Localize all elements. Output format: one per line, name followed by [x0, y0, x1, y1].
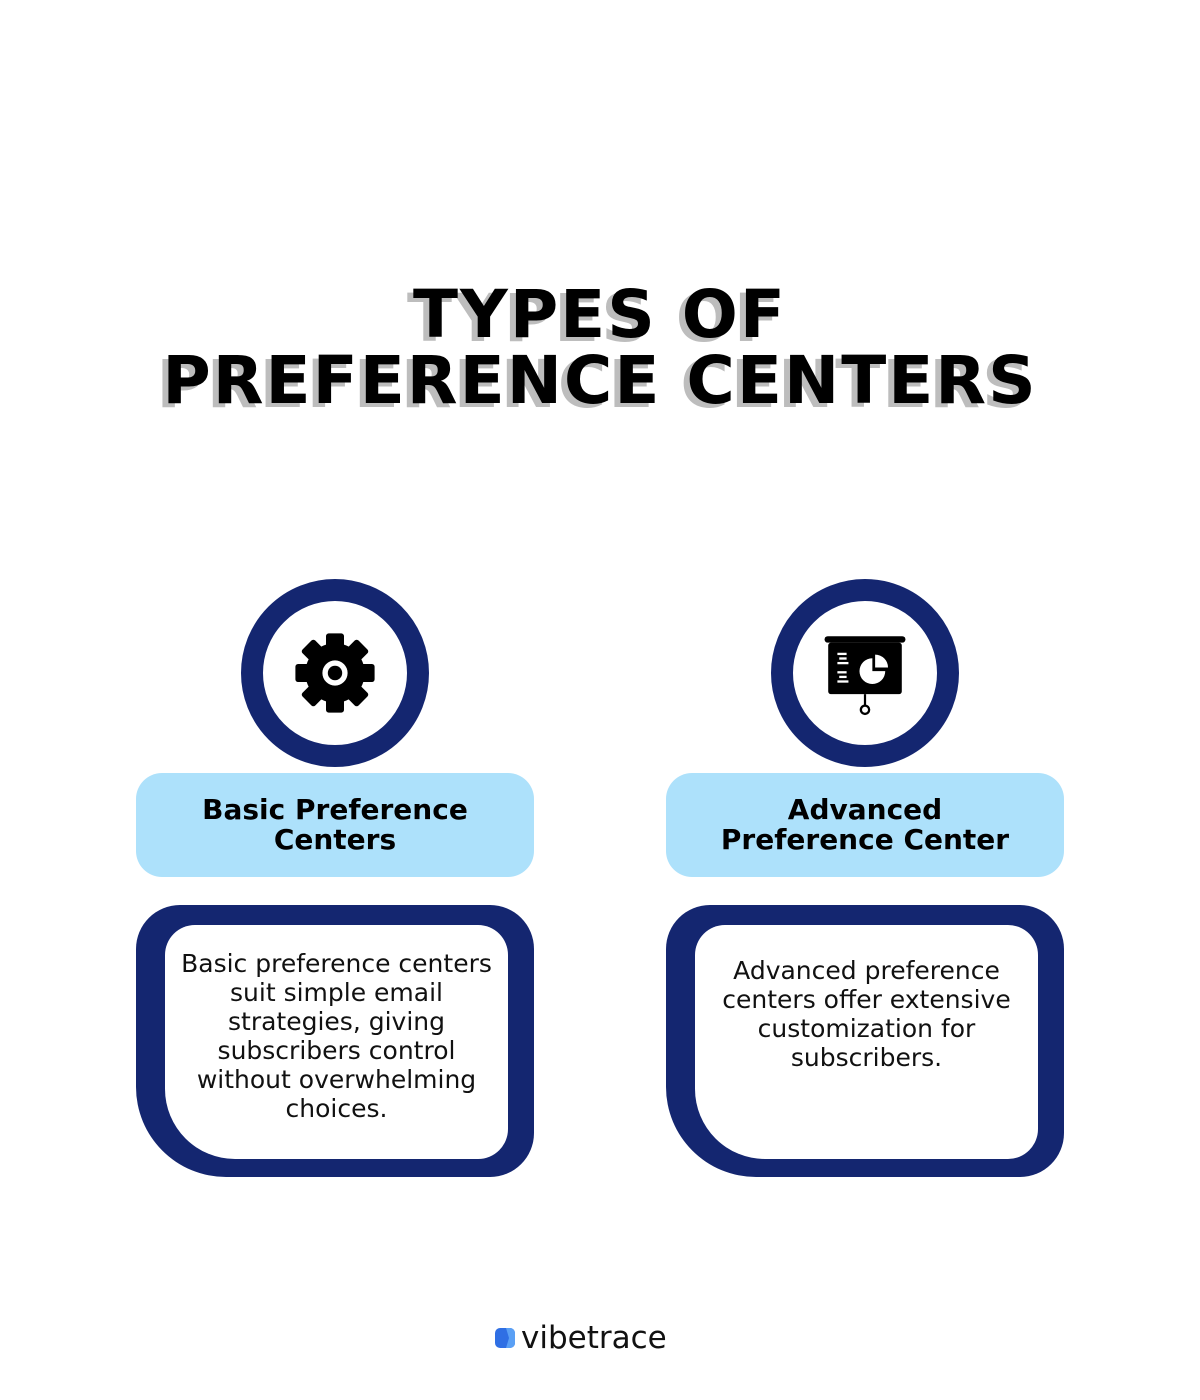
- basic-icon-ring: [241, 579, 429, 767]
- basic-heading-label: Basic Preference Centers: [136, 773, 534, 877]
- brand-name: vibetrace: [521, 1320, 667, 1356]
- vibetrace-logo-icon: [495, 1327, 517, 1349]
- basic-description-text: Basic preference centers suit simple ema…: [165, 925, 508, 1159]
- advanced-description-text: Advanced preference centers offer extens…: [695, 925, 1038, 1159]
- basic-heading-line-1: Basic Preference: [202, 793, 468, 826]
- advanced-icon-ring: [771, 579, 959, 767]
- advanced-description-card: Advanced preference centers offer extens…: [666, 905, 1064, 1177]
- brand-logo: vibetrace: [495, 1320, 667, 1356]
- presentation-chart-icon: [819, 627, 911, 719]
- advanced-heading-line-2: Preference Center: [720, 823, 1010, 856]
- advanced-heading-label: Advanced Preference Center: [666, 773, 1064, 877]
- title-line-2: PREFERENCE CENTERS: [162, 342, 1038, 419]
- gear-icon: [290, 628, 380, 718]
- page-title: TYPES OF PREFERENCE CENTERS: [0, 282, 1200, 414]
- basic-description-card: Basic preference centers suit simple ema…: [136, 905, 534, 1177]
- basic-heading-line-2: Centers: [273, 823, 397, 856]
- advanced-heading-line-1: Advanced: [787, 793, 943, 826]
- title-line-1: TYPES OF: [413, 276, 787, 353]
